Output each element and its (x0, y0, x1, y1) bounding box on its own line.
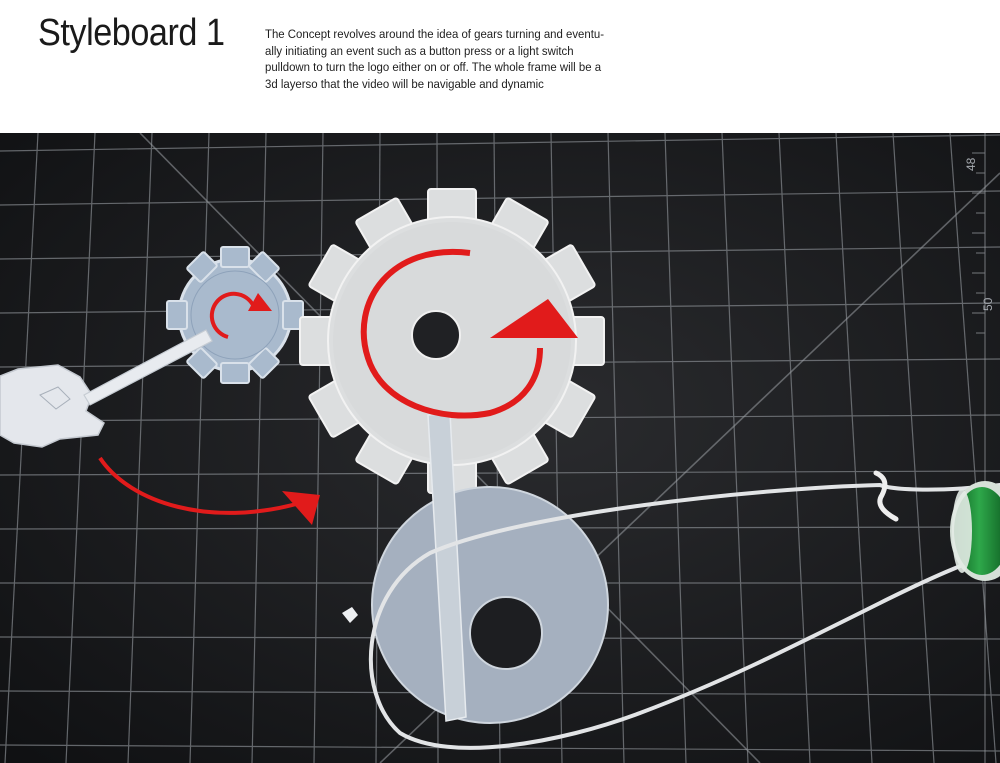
rotation-arrows (98, 248, 578, 525)
paper-hand (0, 364, 105, 448)
string-knot (873, 470, 899, 522)
ruler-mark: 48 (964, 157, 978, 171)
description-line: pulldown to turn the logo either on or o… (265, 60, 602, 74)
swing-arrow (98, 456, 301, 515)
description-line: 3d layerso that the video will be naviga… (265, 76, 544, 91)
paper-scrap (342, 607, 358, 623)
mat-ruler-ticks (972, 133, 986, 763)
ruler-mark: 50 (981, 297, 995, 311)
thread-spool (950, 481, 1000, 581)
small-gear-arrowhead (248, 293, 272, 311)
string (368, 482, 1000, 750)
grey-washer (371, 486, 609, 724)
swing-arrowhead (282, 491, 320, 525)
description-line: ally initiating an event such as a butto… (265, 43, 574, 58)
large-gear-arrowhead (490, 299, 578, 338)
small-gear-rotation-arrow (209, 291, 255, 339)
page-title: Styleboard 1 (38, 12, 225, 54)
lever-arm (83, 329, 213, 406)
large-gear-rotation-arrow (360, 248, 543, 419)
styleboard-photo: 48 50 (0, 133, 1000, 763)
description-line: The Concept revolves around the idea of … (265, 27, 605, 41)
concept-description: The Concept revolves around the idea of … (265, 26, 633, 92)
